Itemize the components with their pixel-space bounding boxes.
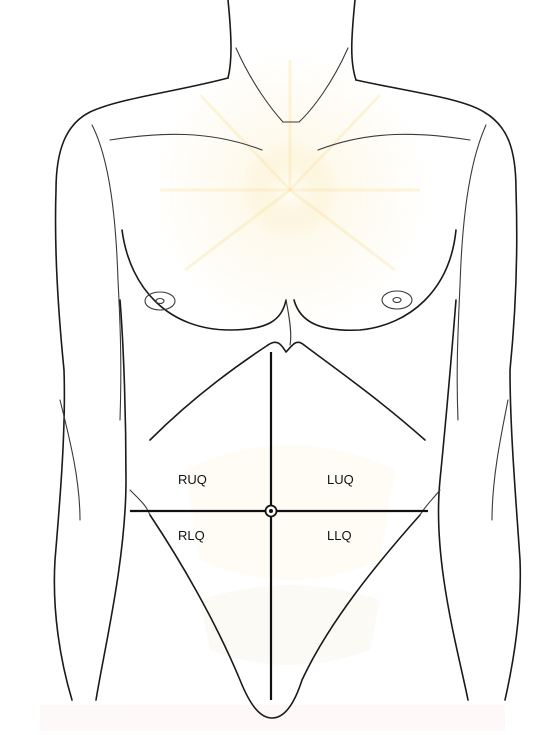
luq-label: LUQ <box>327 472 354 487</box>
rlq-label: RLQ <box>178 528 205 543</box>
left-nipple <box>145 292 175 310</box>
right-nipple <box>382 291 412 309</box>
costal-margin <box>150 342 425 440</box>
umbilicus-marker <box>266 506 277 517</box>
ruq-label: RUQ <box>178 472 207 487</box>
llq-label: LLQ <box>327 528 352 543</box>
